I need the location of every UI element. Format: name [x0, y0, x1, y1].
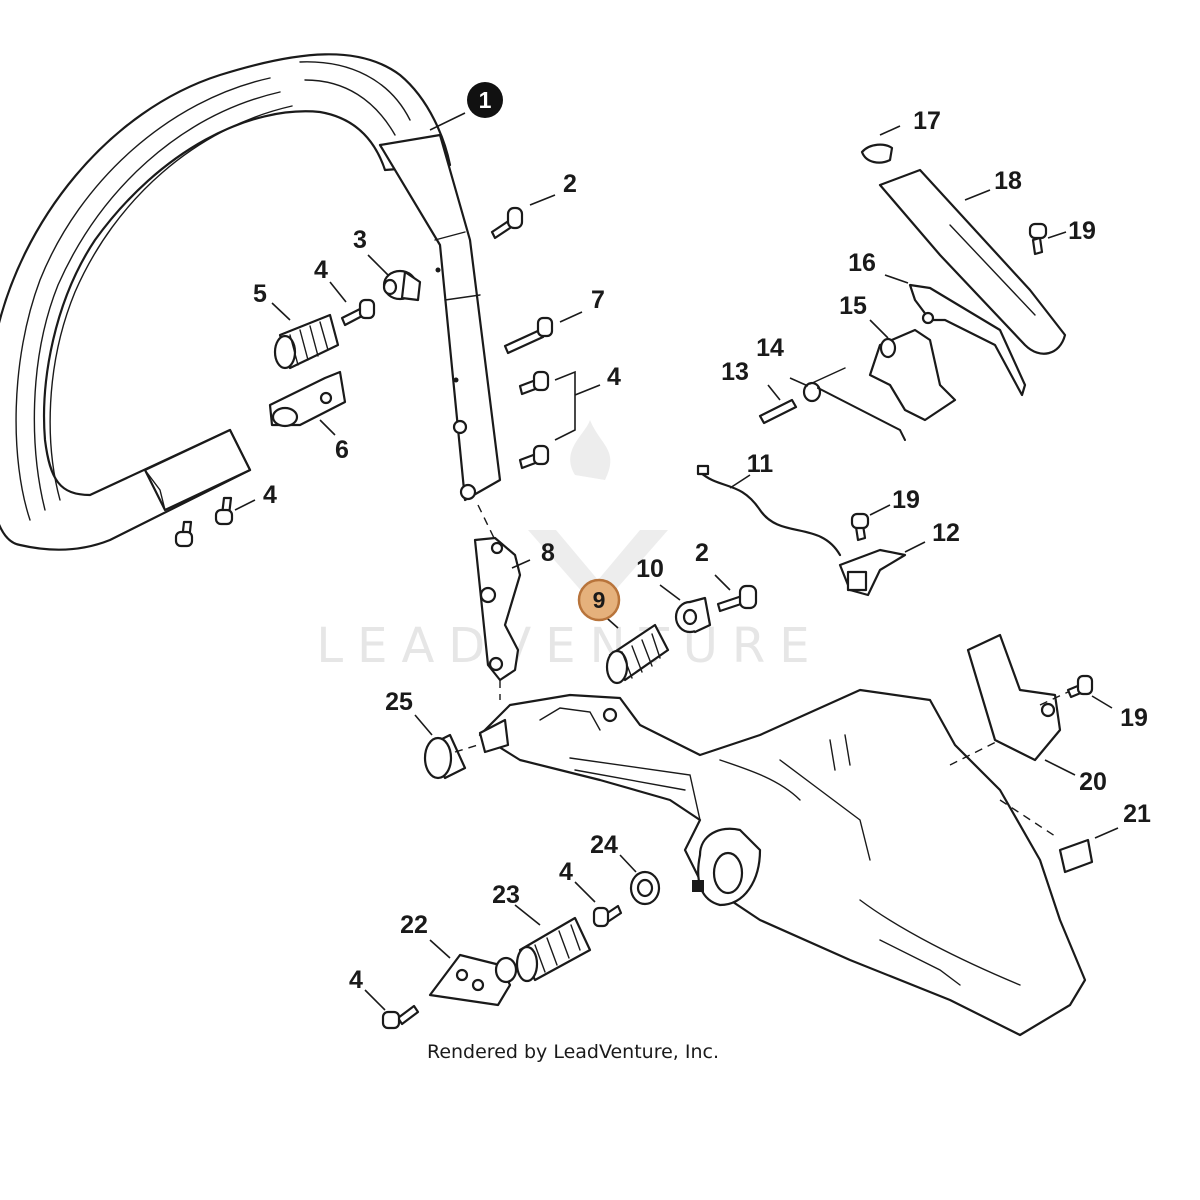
spring-23[interactable] — [515, 916, 592, 983]
callout-10[interactable]: 10 — [636, 555, 664, 583]
screw-19-middle[interactable] — [850, 512, 870, 542]
cap-21[interactable] — [1058, 838, 1094, 874]
screw-7[interactable] — [503, 316, 554, 355]
callouts: 1 2 3 4 5 7 4 6 4 8 10 2 9 13 14 11 15 1… — [253, 82, 1151, 994]
bracket-22[interactable] — [428, 953, 518, 1007]
callout-20[interactable]: 20 — [1079, 768, 1107, 796]
cap-17[interactable] — [860, 143, 894, 164]
screw-19-right[interactable] — [1066, 674, 1094, 699]
callout-13[interactable]: 13 — [721, 358, 749, 386]
cable-11[interactable] — [696, 464, 842, 557]
callout-17[interactable]: 17 — [913, 107, 941, 135]
callout-4-top[interactable]: 4 — [314, 256, 328, 284]
callout-12[interactable]: 12 — [932, 519, 960, 547]
callout-7[interactable]: 7 — [591, 286, 605, 314]
clip-3[interactable] — [382, 269, 422, 302]
trigger-15[interactable] — [868, 328, 957, 422]
credit-text: Rendered by LeadVenture, Inc. — [427, 1041, 719, 1063]
svg-text:1: 1 — [479, 87, 492, 113]
callout-14[interactable]: 14 — [756, 334, 784, 362]
leader-lines — [234, 112, 1119, 1011]
callout-25[interactable]: 25 — [385, 688, 413, 716]
callout-23[interactable]: 23 — [492, 881, 520, 909]
callout-9-highlighted[interactable]: 9 — [577, 578, 621, 622]
callout-5[interactable]: 5 — [253, 280, 267, 308]
screw-4-pair-top[interactable] — [518, 370, 550, 396]
callout-24[interactable]: 24 — [590, 831, 618, 859]
callout-6[interactable]: 6 — [335, 436, 349, 464]
callout-22[interactable]: 22 — [400, 911, 428, 939]
watermark: LEADVENTURE — [316, 420, 823, 674]
callout-3[interactable]: 3 — [353, 226, 367, 254]
screw-4-left-b[interactable] — [214, 496, 234, 526]
front-handle[interactable] — [0, 53, 502, 551]
lever-16[interactable] — [908, 283, 1027, 397]
callout-19-right[interactable]: 19 — [1120, 704, 1148, 732]
pin-13[interactable] — [758, 398, 798, 425]
callout-18[interactable]: 18 — [994, 167, 1022, 195]
clip-12[interactable] — [838, 548, 907, 597]
callout-16[interactable]: 16 — [848, 249, 876, 277]
callout-4-middle[interactable]: 4 — [559, 858, 573, 886]
screw-4-bottom[interactable] — [381, 1004, 420, 1030]
handle-cover-18[interactable] — [878, 168, 1067, 355]
callout-4-bottom[interactable]: 4 — [349, 966, 363, 994]
screw-2-lower[interactable] — [716, 584, 758, 613]
screw-4-top[interactable] — [340, 298, 376, 327]
torsion-spring-14[interactable] — [802, 367, 906, 441]
sleeve-10[interactable] — [674, 596, 712, 634]
callout-4-pair[interactable]: 4 — [607, 363, 621, 391]
callout-4-left[interactable]: 4 — [263, 481, 277, 509]
callout-15[interactable]: 15 — [839, 292, 867, 320]
callout-19-upper[interactable]: 19 — [1068, 217, 1096, 245]
callout-1[interactable]: 1 — [467, 82, 503, 118]
callout-19-middle[interactable]: 19 — [892, 486, 920, 514]
spring-5[interactable] — [273, 313, 340, 370]
assembly-lines — [454, 504, 1069, 839]
callout-2-upper[interactable]: 2 — [563, 170, 577, 198]
bracket-6[interactable] — [268, 370, 347, 428]
screw-4-left-a[interactable] — [174, 520, 194, 548]
svg-text:9: 9 — [593, 587, 606, 613]
spring-9[interactable] — [605, 623, 670, 685]
watermark-text: LEADVENTURE — [316, 618, 823, 674]
callout-11[interactable]: 11 — [747, 450, 774, 478]
screw-4-pair-bottom[interactable] — [518, 444, 550, 470]
callout-21[interactable]: 21 — [1123, 800, 1151, 828]
callout-2-lower[interactable]: 2 — [695, 539, 709, 567]
screw-2-upper[interactable] — [490, 206, 524, 240]
buffer-25[interactable] — [423, 733, 467, 780]
bushing-24[interactable] — [629, 870, 661, 906]
housing[interactable] — [478, 688, 1087, 1037]
callout-8[interactable]: 8 — [541, 539, 555, 567]
cover-20[interactable] — [966, 633, 1062, 762]
screw-4-middle[interactable] — [592, 904, 623, 928]
plate-8[interactable] — [473, 536, 522, 682]
screw-19-upper[interactable] — [1028, 222, 1048, 256]
